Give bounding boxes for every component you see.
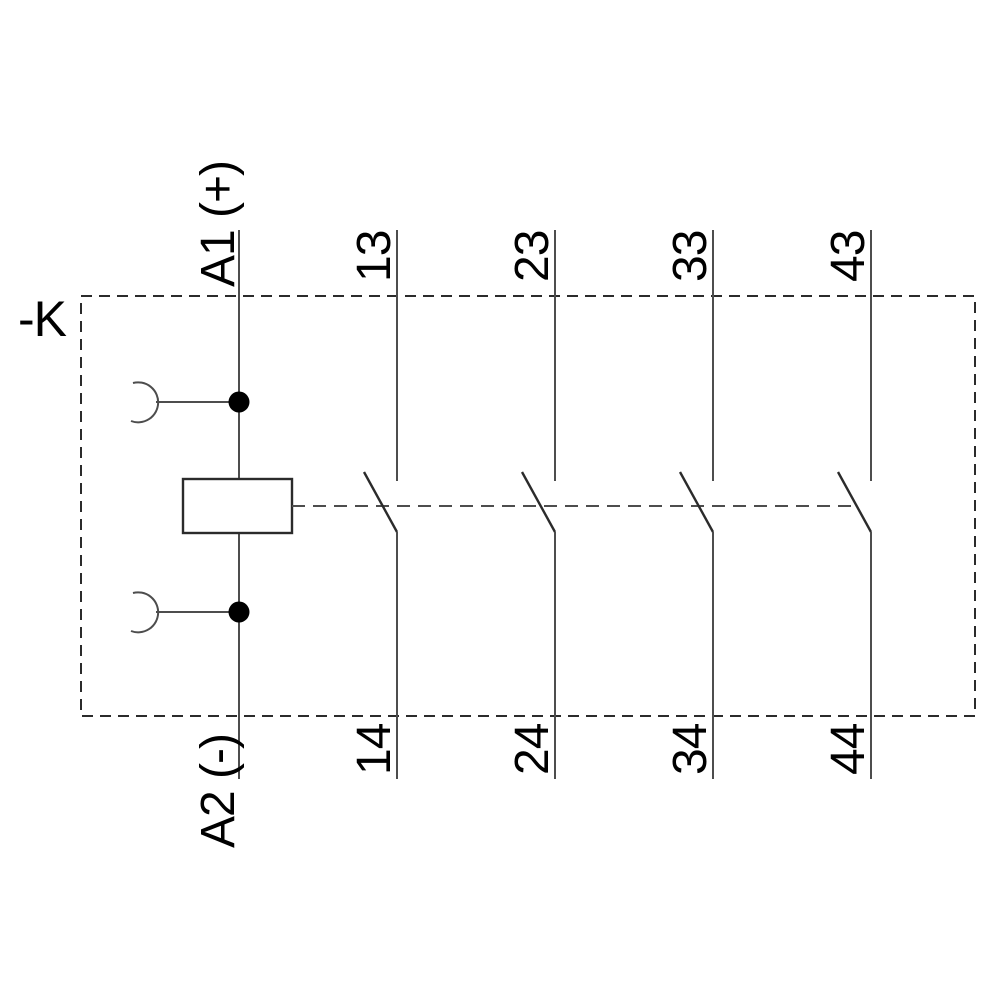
junction-dot-top bbox=[228, 391, 250, 413]
terminal-label-33: 33 bbox=[664, 231, 717, 282]
contact-4-blade bbox=[836, 471, 873, 533]
contact-pole-4 bbox=[836, 230, 873, 779]
socket-arc-icon-bottom bbox=[130, 591, 160, 634]
contact-pole-2 bbox=[520, 230, 557, 779]
contact-pole-1 bbox=[362, 230, 399, 779]
contact-pole-3 bbox=[678, 230, 715, 779]
terminal-label-43: 43 bbox=[822, 231, 875, 282]
contact-2-blade bbox=[520, 471, 557, 533]
terminal-label-23: 23 bbox=[506, 231, 559, 282]
contact-1-blade bbox=[362, 471, 399, 533]
terminal-label-34: 34 bbox=[664, 723, 717, 775]
coil-branch bbox=[130, 230, 294, 779]
junction-dot-bottom bbox=[228, 601, 250, 623]
socket-arc-icon-top bbox=[130, 381, 160, 424]
terminal-label-a2: A2 (-) bbox=[192, 734, 245, 848]
terminal-labels: A1 (+) A2 (-) 13 14 23 24 33 34 43 44 bbox=[192, 161, 875, 848]
terminal-label-14: 14 bbox=[348, 723, 401, 775]
terminal-label-24: 24 bbox=[506, 723, 559, 775]
contact-3-blade bbox=[678, 471, 715, 533]
terminal-label-44: 44 bbox=[822, 723, 875, 775]
terminal-label-13: 13 bbox=[348, 231, 401, 282]
device-label: -K bbox=[18, 291, 67, 347]
terminal-label-a1: A1 (+) bbox=[192, 161, 245, 287]
coil-symbol bbox=[181, 477, 294, 535]
device-boundary bbox=[80, 295, 976, 717]
junction-dots bbox=[228, 391, 250, 623]
